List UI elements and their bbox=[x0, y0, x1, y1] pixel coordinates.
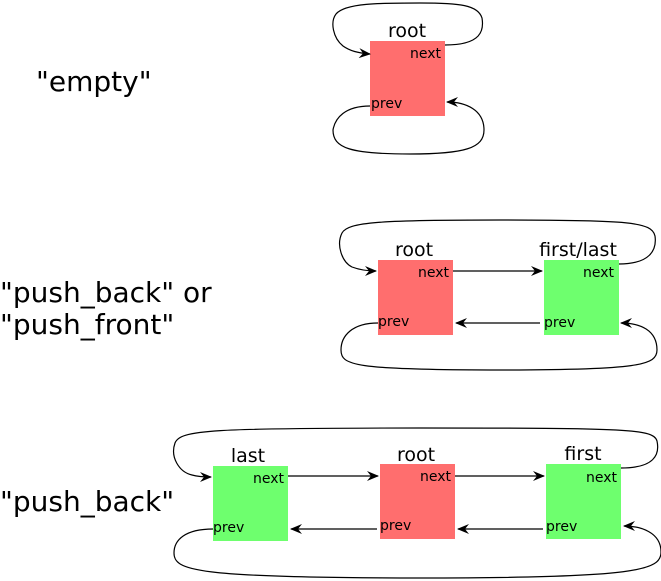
node-title: first bbox=[564, 443, 601, 465]
node-last: last next prev bbox=[213, 445, 288, 541]
next-label: next bbox=[583, 265, 615, 281]
node-root: root next prev bbox=[380, 444, 455, 539]
prev-label: prev bbox=[213, 520, 244, 536]
row-single-element: "push_back" or "push_front" root next pr… bbox=[0, 219, 658, 371]
caption-line: "push_front" bbox=[0, 308, 174, 341]
node-title: last bbox=[231, 445, 265, 467]
node-root: root next prev bbox=[370, 20, 445, 116]
caption-line: "empty" bbox=[36, 65, 152, 98]
caption-line: "push_back" or bbox=[0, 276, 212, 309]
node-title: root bbox=[397, 444, 435, 466]
next-label: next bbox=[418, 265, 450, 281]
prev-label: prev bbox=[378, 314, 409, 330]
next-label: next bbox=[586, 470, 618, 486]
node-first: first next prev bbox=[546, 443, 621, 539]
next-label: next bbox=[253, 471, 285, 487]
node-box bbox=[370, 41, 445, 116]
node-root: root next prev bbox=[378, 239, 453, 335]
node-title: first/last bbox=[539, 239, 617, 261]
node-title: root bbox=[395, 239, 433, 261]
node-box bbox=[380, 464, 455, 539]
self-next-link bbox=[332, 2, 484, 59]
row-empty: "empty" root next prev bbox=[36, 2, 485, 155]
self-prev-link bbox=[332, 97, 485, 155]
node-title: root bbox=[388, 20, 426, 42]
prev-label: prev bbox=[546, 519, 577, 535]
wrap-prev-link bbox=[340, 318, 658, 371]
prev-label: prev bbox=[380, 518, 411, 534]
next-label: next bbox=[410, 46, 442, 62]
node-box bbox=[544, 260, 619, 335]
wrap-next-link bbox=[173, 427, 659, 482]
row-two-elements: "push_back" last next prev root next pre… bbox=[0, 427, 661, 579]
node-box bbox=[213, 466, 288, 541]
node-first-last: first/last next prev bbox=[539, 239, 619, 335]
node-box bbox=[546, 464, 621, 539]
prev-label: prev bbox=[371, 96, 402, 112]
next-label: next bbox=[420, 469, 452, 485]
wrap-next-link bbox=[339, 219, 656, 276]
prev-label: prev bbox=[544, 315, 575, 331]
caption-line: "push_back" bbox=[0, 485, 174, 518]
node-box bbox=[378, 260, 453, 335]
